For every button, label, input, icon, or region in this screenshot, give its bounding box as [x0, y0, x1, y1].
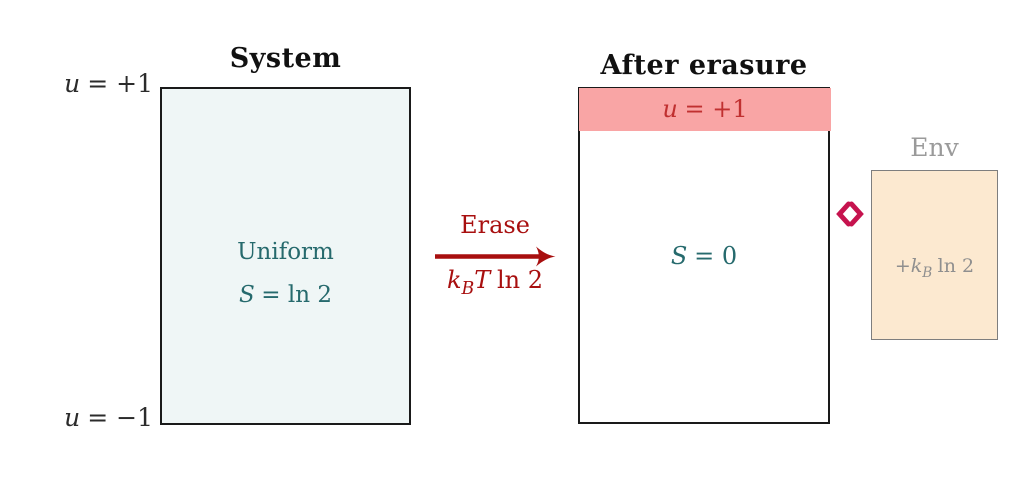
- entropy-variable: S: [670, 242, 688, 270]
- system-entropy-label: S= ln 2: [162, 282, 409, 308]
- u-variable: u: [662, 95, 678, 123]
- u-value: = +1: [684, 95, 748, 123]
- after-erasure-title: After erasure: [600, 50, 808, 81]
- after-entropy-label: S= 0: [580, 242, 828, 270]
- system-state-label: Uniform: [237, 239, 334, 265]
- entropy-variable: S: [239, 282, 255, 308]
- erase-arrow-icon: [435, 246, 556, 267]
- u-plus-one-axis-label: u= +1: [18, 69, 153, 98]
- u-variable: u: [64, 69, 81, 98]
- T-variable: T: [474, 266, 491, 294]
- after-erasure-box: u= +1 S= 0: [578, 87, 831, 424]
- entropy-value: = ln 2: [261, 282, 332, 308]
- coupling-double-arrow-icon: [836, 201, 864, 227]
- plus-sign: +: [894, 255, 911, 277]
- u-value: = −1: [87, 403, 153, 432]
- system-title: System: [229, 43, 342, 74]
- u-value: = +1: [87, 69, 153, 98]
- kB-k: k: [910, 255, 923, 277]
- occupied-state-band: u= +1: [579, 88, 831, 131]
- erase-label: Erase: [460, 211, 530, 239]
- u-variable: u: [64, 403, 81, 432]
- ln2-term: ln 2: [496, 266, 543, 294]
- kB-k: k: [446, 266, 462, 294]
- system-box: Uniform S= ln 2: [160, 87, 411, 425]
- kB-sub: B: [461, 278, 475, 299]
- ln2-term: ln 2: [937, 255, 975, 277]
- entropy-value: = 0: [694, 242, 738, 270]
- kB-sub: B: [922, 264, 933, 281]
- u-minus-one-axis-label: u= −1: [18, 403, 153, 432]
- environment-title: Env: [910, 133, 959, 162]
